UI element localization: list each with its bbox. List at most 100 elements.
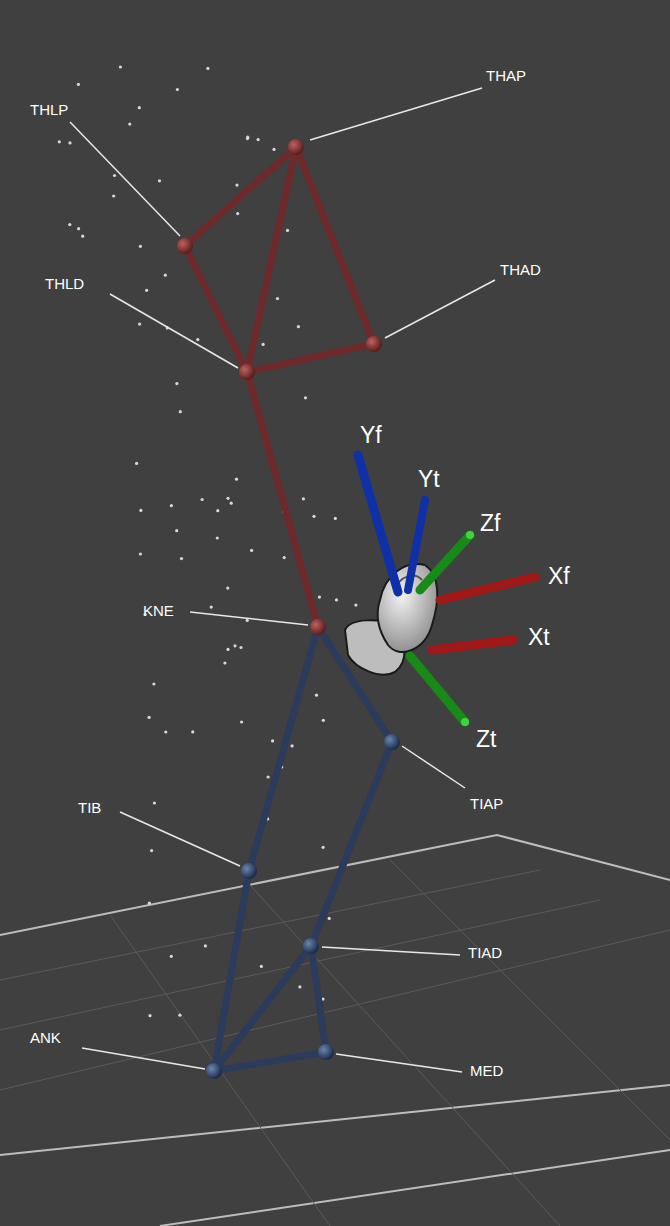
marker-label: TIAP	[470, 796, 503, 811]
marker-dot	[276, 297, 279, 300]
marker-label: MED	[470, 1063, 503, 1078]
marker-dot	[267, 775, 270, 778]
marker-label: TIAD	[468, 945, 502, 960]
marker-label: TIB	[78, 800, 101, 815]
marker-dot	[304, 396, 307, 399]
marker-dot	[176, 88, 179, 91]
marker-dot	[283, 556, 286, 559]
marker-dot	[272, 148, 275, 151]
marker-dot	[286, 229, 289, 232]
marker-dot	[235, 478, 238, 481]
marker-dot	[128, 123, 131, 126]
marker-dot	[77, 227, 80, 230]
marker-dot	[150, 849, 153, 852]
marker-dot	[119, 65, 122, 68]
marker-dot	[354, 604, 357, 607]
marker-dot	[68, 223, 71, 226]
marker-dot	[206, 67, 209, 70]
floor-grid-fine	[0, 860, 670, 1226]
marker-dot	[153, 801, 156, 804]
marker-dot	[138, 106, 141, 109]
marker-dot	[112, 194, 115, 197]
axis-label: Xf	[548, 565, 570, 588]
marker-dot	[164, 274, 167, 277]
marker-dot	[298, 985, 301, 988]
marker-label: THAD	[500, 262, 541, 277]
marker-label: THLP	[30, 102, 68, 117]
marker-dot	[179, 410, 182, 413]
marker-dot	[113, 174, 116, 177]
marker-label: THAP	[486, 68, 526, 83]
axis-label: Xt	[528, 626, 550, 649]
marker-dot	[233, 644, 236, 647]
marker-dot	[322, 846, 325, 849]
marker-dot	[81, 235, 84, 238]
marker-dot	[145, 289, 148, 292]
marker-dot	[334, 517, 337, 520]
axis-label: Zt	[476, 728, 496, 751]
marker-dot	[257, 138, 260, 141]
markers	[177, 139, 400, 1079]
marker-dot	[318, 596, 321, 599]
marker-label: KNE	[143, 603, 174, 618]
marker-dot	[180, 557, 183, 560]
marker-dot	[148, 902, 151, 905]
marker-dot	[77, 83, 80, 86]
marker-dot	[138, 323, 141, 326]
axis-label: Yt	[418, 468, 440, 491]
marker-dot	[164, 730, 167, 733]
marker-dot	[170, 955, 173, 958]
marker-dot	[135, 462, 138, 465]
marker-dot	[239, 646, 242, 649]
marker-dot	[246, 619, 249, 622]
marker-dot	[68, 141, 71, 144]
marker-dot	[139, 552, 142, 555]
marker-dot	[226, 648, 229, 651]
marker-dot	[328, 917, 331, 920]
marker-dot	[170, 504, 173, 507]
marker-dot	[223, 661, 226, 664]
marker-dot	[226, 587, 229, 590]
marker-dot	[152, 682, 155, 685]
marker-dot	[58, 140, 61, 143]
marker-dot	[148, 1014, 151, 1017]
marker-dot	[226, 497, 229, 500]
thigh-segment	[185, 147, 374, 627]
marker-label: ANK	[30, 1030, 61, 1045]
marker-dot	[335, 598, 338, 601]
axis-label: Zf	[480, 512, 500, 535]
marker-dot	[291, 744, 294, 747]
marker-dot	[250, 549, 253, 552]
marker-dot	[236, 212, 239, 215]
marker-dot	[196, 338, 199, 341]
marker-dot	[139, 245, 142, 248]
marker-dot	[158, 179, 161, 182]
marker-dot	[148, 716, 151, 719]
marker-cloud	[58, 65, 358, 1017]
marker-label: THLD	[45, 276, 84, 291]
marker-dot	[201, 498, 204, 501]
marker-dot	[139, 509, 142, 512]
marker-dot	[240, 720, 243, 723]
shank-segment	[214, 627, 392, 1071]
marker-dot	[260, 965, 263, 968]
marker-dot	[175, 382, 178, 385]
marker-dot	[204, 944, 207, 947]
axes	[358, 455, 535, 726]
marker-dot	[246, 136, 249, 139]
marker-dot	[178, 1014, 181, 1017]
marker-dot	[210, 606, 213, 609]
marker-dot	[235, 184, 238, 187]
axis-label: Yf	[360, 424, 382, 447]
leader-lines	[70, 88, 495, 1072]
marker-dot	[312, 515, 315, 518]
marker-dot	[315, 694, 318, 697]
marker-dot	[191, 730, 194, 733]
marker-dot	[216, 536, 219, 539]
marker-dot	[322, 719, 325, 722]
marker-dot	[262, 343, 265, 346]
marker-dot	[230, 502, 233, 505]
marker-dot	[216, 509, 219, 512]
marker-dot	[302, 497, 305, 500]
